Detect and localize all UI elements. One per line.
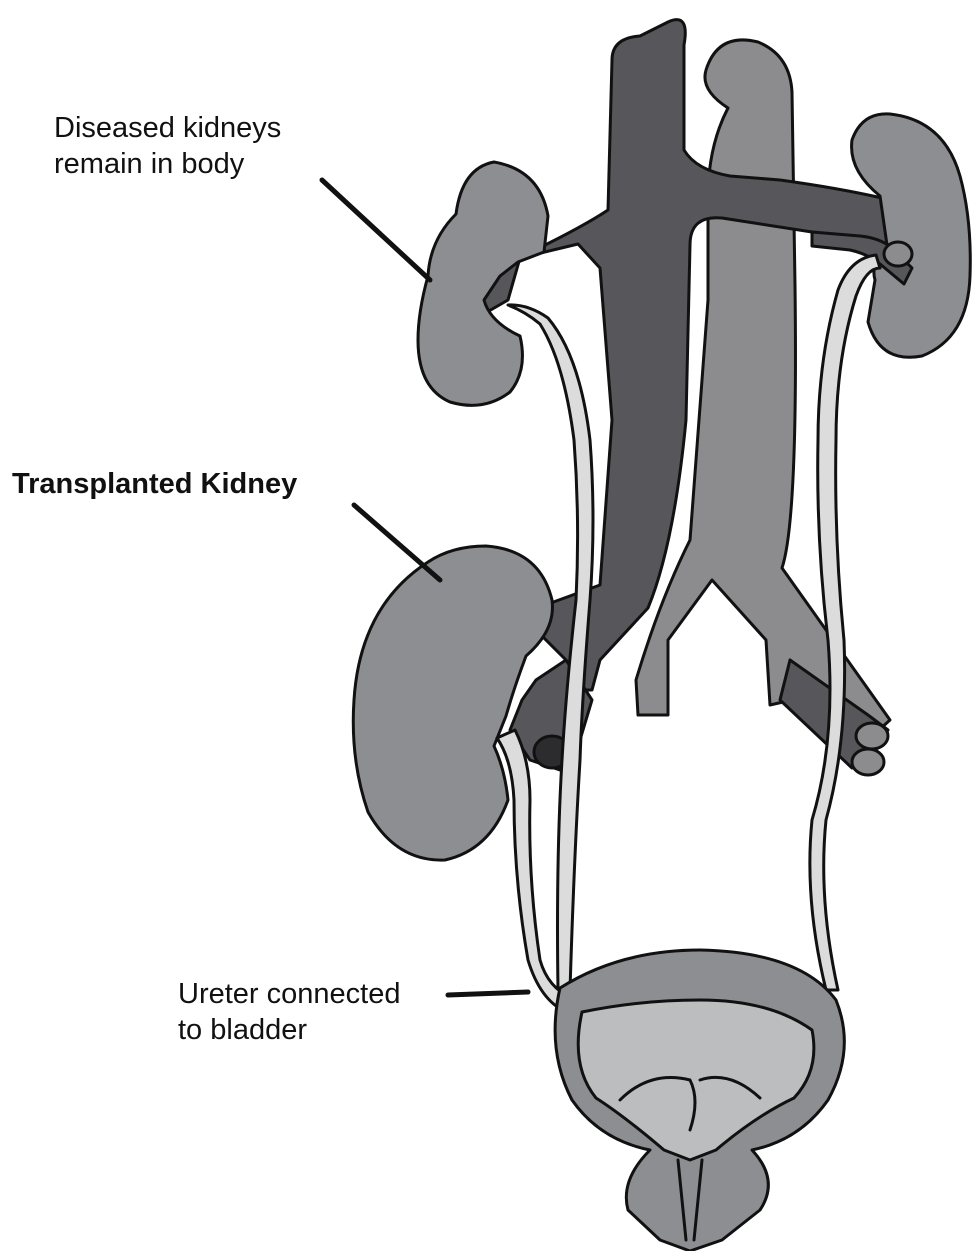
diseased-kidney-pointer (322, 180, 430, 280)
right-iliac-vessel-end (856, 723, 888, 749)
left-diseased-kidney (418, 162, 548, 405)
diseased-kidneys-label: Diseased kidneys remain in body (54, 110, 281, 182)
transplanted-kidney-label-line1: Transplanted Kidney (12, 466, 297, 502)
ureter-pointer (448, 992, 528, 995)
ureter-label-line2: to bladder (178, 1012, 400, 1048)
transplanted-kidney-pointer (354, 505, 440, 580)
ureter-label-line1: Ureter connected (178, 976, 400, 1012)
right-iliac-vessel-end-lower (852, 749, 884, 775)
diseased-kidneys-label-line2: remain in body (54, 146, 281, 182)
ureter-label: Ureter connected to bladder (178, 976, 400, 1048)
right-renal-vessel-end (884, 242, 912, 266)
transplanted-kidney-label: Transplanted Kidney (12, 466, 297, 502)
diseased-kidneys-label-line1: Diseased kidneys (54, 110, 281, 146)
